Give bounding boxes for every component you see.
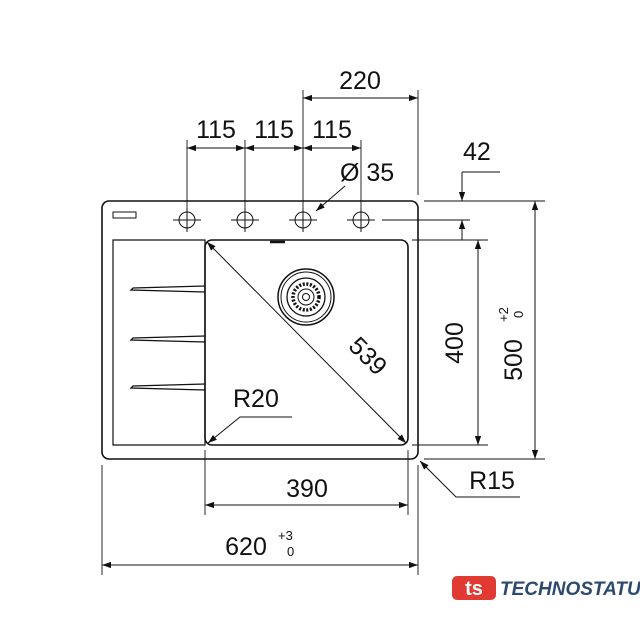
dim-500-tol-lower: 0 bbox=[511, 311, 526, 318]
logo-mark: ts bbox=[465, 578, 483, 600]
dim-620-tol-lower: 0 bbox=[287, 544, 294, 559]
drainer-area bbox=[112, 239, 206, 446]
dim-400: 400 bbox=[441, 322, 469, 364]
dim-620-tol-upper: +3 bbox=[278, 528, 293, 543]
dim-115-b: 115 bbox=[254, 116, 294, 144]
dim-r20: R20 bbox=[233, 385, 279, 413]
dim-390: 390 bbox=[286, 475, 328, 503]
dim-539: 539 bbox=[343, 332, 392, 381]
bowl bbox=[204, 239, 409, 446]
dim-r15: R15 bbox=[469, 467, 515, 495]
dim-115-c: 115 bbox=[312, 116, 352, 144]
label-plate bbox=[112, 211, 137, 219]
dim-115-a: 115 bbox=[196, 116, 236, 144]
dim-500-tol-upper: +2 bbox=[496, 307, 511, 322]
logo-name: TECHNOSTATUS bbox=[500, 579, 640, 600]
dimension-lines bbox=[102, 94, 539, 569]
dim-220: 220 bbox=[339, 67, 381, 95]
technostatus-logo: ts TECHNOSTATUS bbox=[452, 576, 640, 600]
drainer-ribs bbox=[129, 285, 206, 391]
tap-holes bbox=[173, 208, 375, 232]
dim-500: 500 bbox=[500, 339, 528, 381]
dim-hole-diameter: Ø 35 bbox=[340, 159, 394, 187]
sink-outline bbox=[101, 200, 419, 460]
dim-620: 620 bbox=[225, 533, 267, 561]
drain-strainer bbox=[277, 268, 335, 326]
dim-42: 42 bbox=[463, 138, 491, 166]
